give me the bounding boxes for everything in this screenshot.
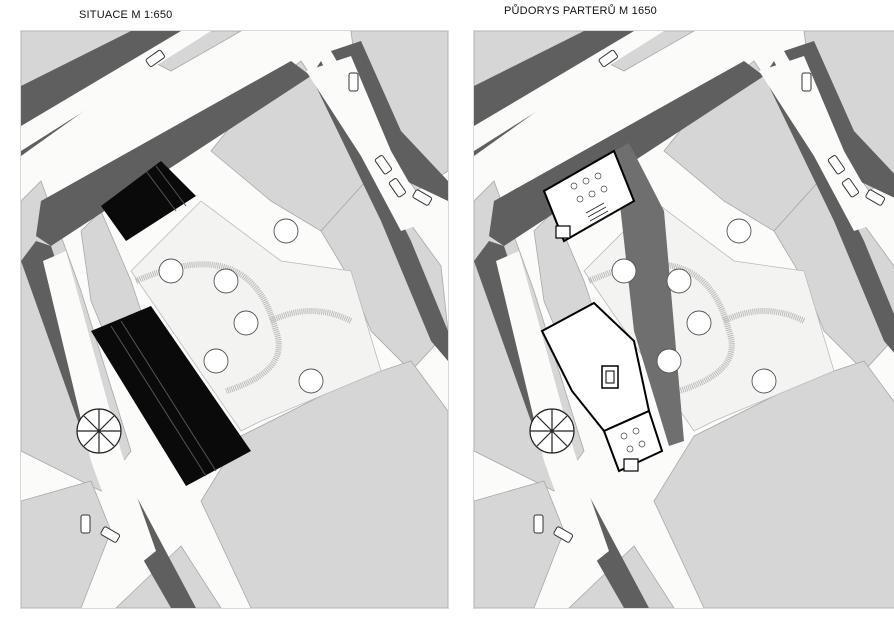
tree-symbol-icon <box>213 268 239 294</box>
ground-floor-drawing <box>474 31 894 608</box>
stair-icon <box>585 202 611 226</box>
car-icon <box>412 189 433 206</box>
car-icon <box>145 49 165 67</box>
trees <box>158 218 324 394</box>
tree-symbol-icon <box>273 218 299 244</box>
cars <box>80 49 433 543</box>
hall-floor-plan <box>540 301 664 473</box>
title-pudorys: PŮDORYS PARTERŮ M 1650 <box>504 5 657 17</box>
new-building-south <box>91 306 251 486</box>
ground-floor-panel <box>473 30 894 609</box>
tree-symbol-icon <box>726 218 752 244</box>
car-icon <box>80 514 91 534</box>
site-plan-drawing <box>21 31 448 608</box>
large-tree-icon <box>76 408 122 454</box>
car-icon <box>827 155 845 175</box>
tree-symbol-icon <box>666 268 692 294</box>
site-plan-panel <box>20 30 449 609</box>
tree-symbol-icon <box>611 258 637 284</box>
car-icon <box>374 155 392 175</box>
large-tree-icon <box>529 408 575 454</box>
tree-symbol-icon <box>656 348 682 374</box>
title-situace: SITUACE M 1:650 <box>79 9 173 21</box>
tree-symbol-icon <box>298 368 324 394</box>
cafe-floor-plan <box>542 149 636 243</box>
cars <box>533 49 886 543</box>
car-icon <box>348 72 359 92</box>
tree-symbol-icon <box>233 310 259 336</box>
car-icon <box>533 514 544 534</box>
tree-symbol-icon <box>158 258 184 284</box>
car-icon <box>801 72 812 92</box>
car-icon <box>553 526 574 543</box>
car-icon <box>388 178 406 198</box>
trees <box>611 218 777 394</box>
new-building-north <box>101 161 196 241</box>
car-icon <box>865 189 886 206</box>
car-icon <box>100 526 121 543</box>
tree-symbol-icon <box>751 368 777 394</box>
car-icon <box>841 178 859 198</box>
tree-symbol-icon <box>686 310 712 336</box>
tree-symbol-icon <box>203 348 229 374</box>
car-icon <box>598 49 618 67</box>
